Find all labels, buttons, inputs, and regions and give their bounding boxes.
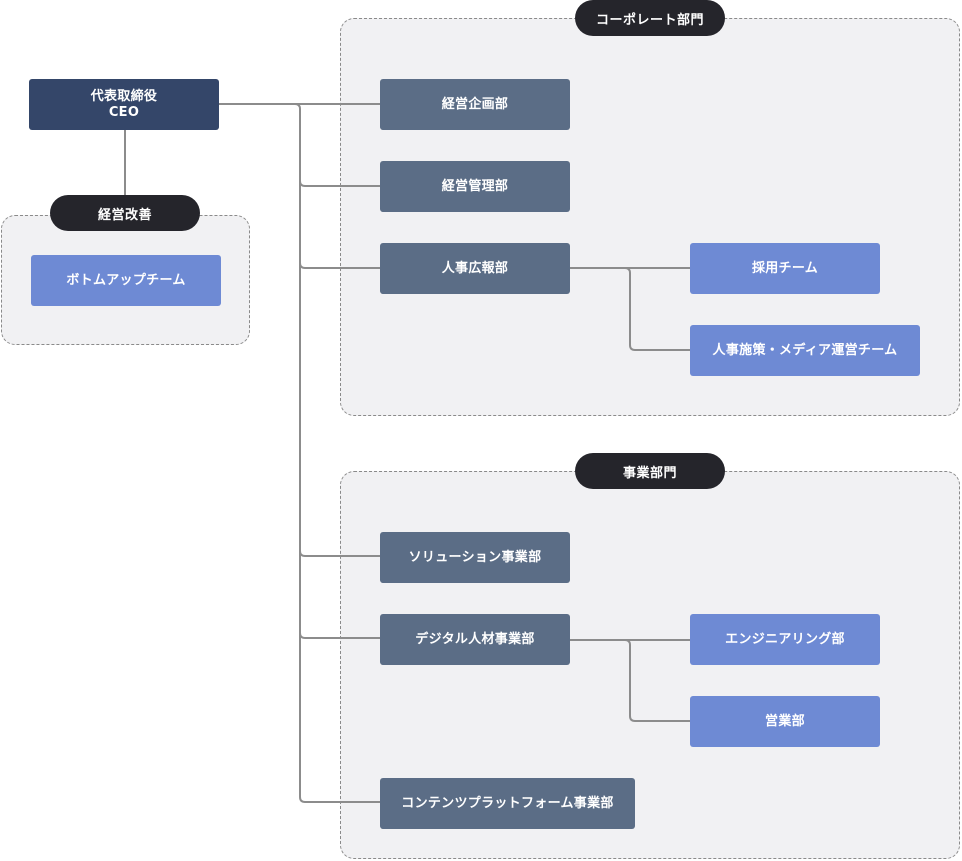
digital-talent-dept-box: デジタル人材事業部 [380, 614, 570, 665]
connector-digital [299, 632, 380, 639]
improvement-group-label: 経営改善 [50, 195, 200, 231]
planning-dept-box: 経営企画部 [380, 79, 570, 130]
connector-hr [299, 262, 380, 269]
connector-hr-policy [624, 267, 690, 351]
hr-dept-box: 人事広報部 [380, 243, 570, 294]
connector-management [299, 180, 380, 187]
ceo-box: 代表取締役 CEO [29, 79, 219, 130]
connector-ceo-trunk [219, 103, 380, 803]
engineering-dept-box: エンジニアリング部 [690, 614, 880, 665]
content-platform-dept-box: コンテンツプラットフォーム事業部 [380, 778, 635, 829]
business-group-label: 事業部門 [575, 453, 725, 489]
management-dept-box: 経営管理部 [380, 161, 570, 212]
corporate-group-label: コーポレート部門 [575, 0, 725, 36]
solution-dept-box: ソリューション事業部 [380, 532, 570, 583]
sales-dept-box: 営業部 [690, 696, 880, 747]
ceo-subtitle: CEO [108, 104, 140, 120]
bottom-up-team-box: ボトムアップチーム [31, 255, 221, 306]
hr-policy-media-team-box: 人事施策・メディア運営チーム [690, 325, 920, 376]
ceo-title: 代表取締役 [90, 88, 158, 104]
connector-solution [299, 550, 380, 557]
connector-digital-sales [624, 639, 690, 722]
recruit-team-box: 採用チーム [690, 243, 880, 294]
